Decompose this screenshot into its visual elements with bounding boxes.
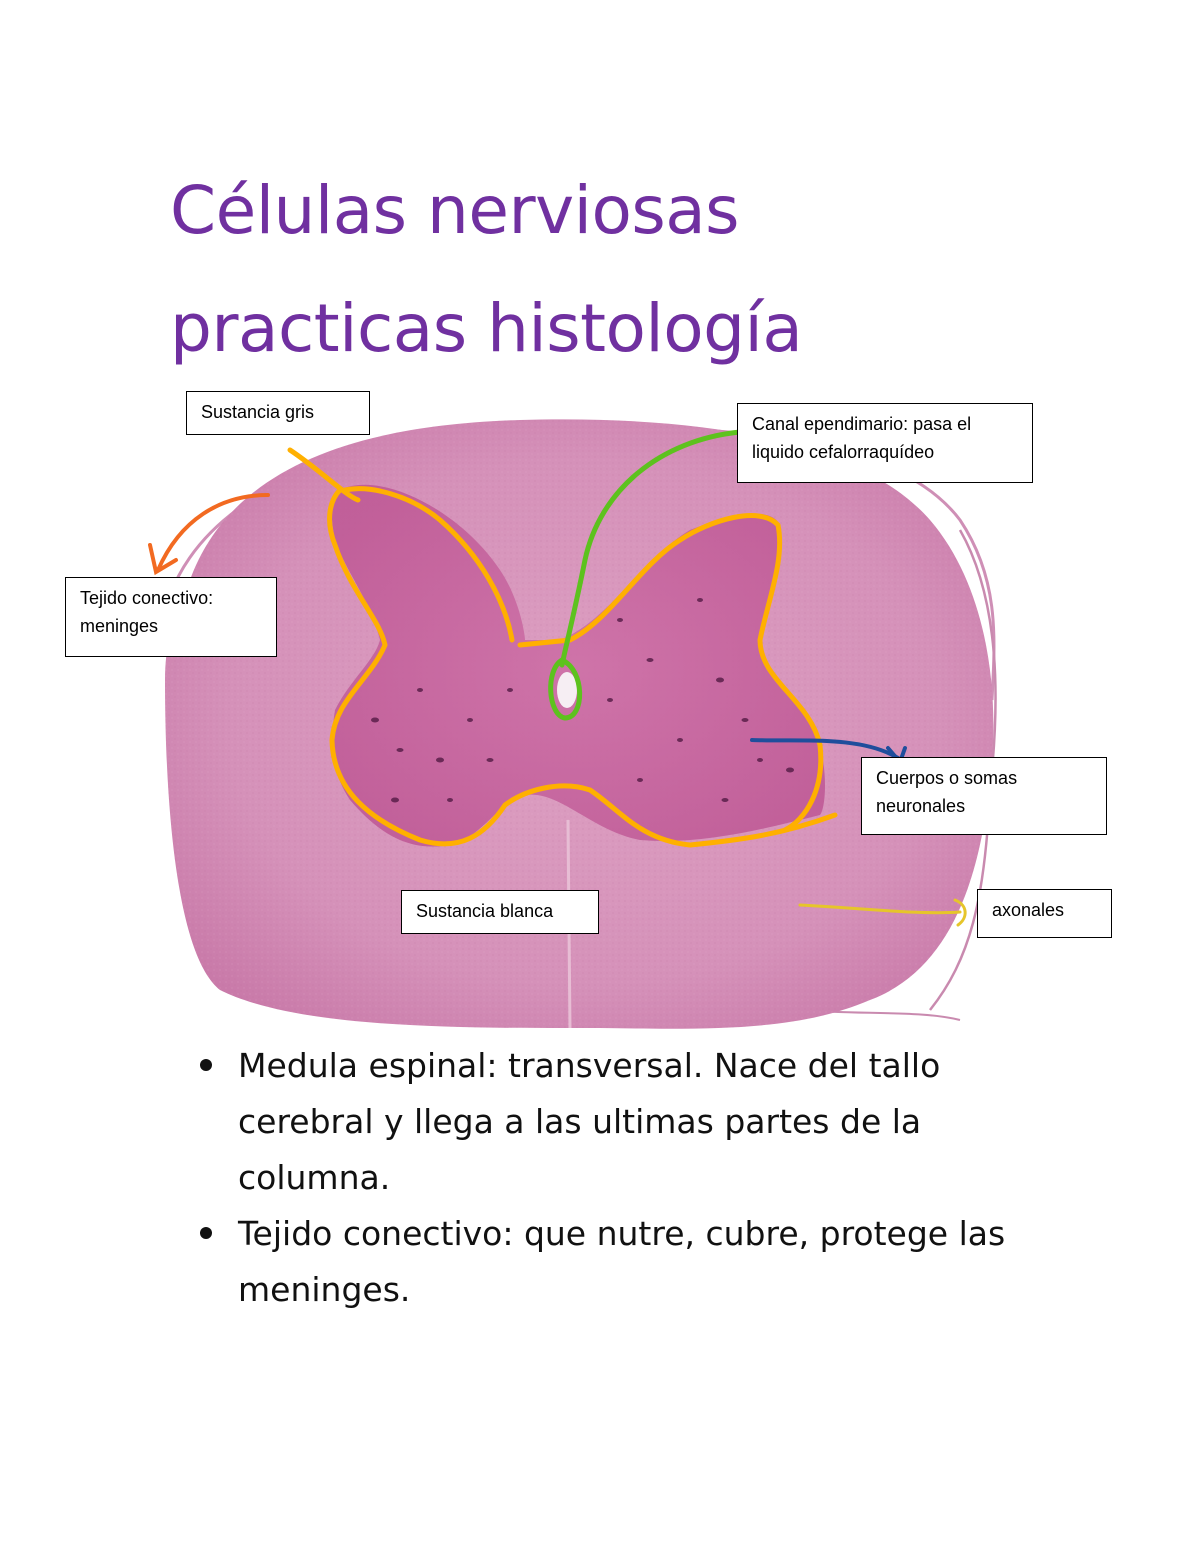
bullet-icon	[200, 1227, 212, 1239]
label-sustancia-gris-text: Sustancia gris	[201, 402, 315, 422]
list-item: Tejido conectivo: que nutre, cubre, prot…	[200, 1206, 1080, 1318]
grey-matter	[331, 484, 825, 847]
label-sustancia-gris: Sustancia gris	[186, 391, 370, 435]
label-sustancia-blanca-text: Sustancia blanca	[416, 901, 554, 921]
label-canal-ependimario: Canal ependimario: pasa el liquido cefal…	[737, 403, 1033, 483]
title-line-1: Células nerviosas	[170, 172, 740, 249]
neuron-somas	[371, 598, 794, 803]
label-axonales: axonales	[977, 889, 1112, 938]
label-axonales-text: axonales	[992, 900, 1065, 920]
axonales-arrow-icon	[798, 898, 967, 927]
meninges-arrow-icon	[148, 493, 270, 576]
label-cuerpos-somas: Cuerpos o somas neuronales	[861, 757, 1107, 835]
bullet-text: Tejido conectivo: que nutre, cubre, prot…	[238, 1214, 1006, 1309]
label-cuerpos-somas-text: Cuerpos o somas neuronales	[876, 768, 1018, 816]
label-tejido-conectivo: Tejido conectivo: meninges	[65, 577, 277, 657]
label-sustancia-blanca: Sustancia blanca	[401, 890, 599, 934]
notes-list: Medula espinal: transversal. Nace del ta…	[200, 1038, 1080, 1318]
central-canal	[557, 672, 577, 708]
canal-ependimario-arrow-icon	[548, 429, 743, 721]
grey-matter-outline	[287, 447, 838, 848]
bullet-text: Medula espinal: transversal. Nace del ta…	[238, 1046, 941, 1197]
title-line-2: practicas histología	[170, 290, 803, 367]
list-item: Medula espinal: transversal. Nace del ta…	[200, 1038, 1080, 1206]
label-tejido-conectivo-text: Tejido conectivo: meninges	[80, 588, 214, 636]
label-canal-ependimario-text: Canal ependimario: pasa el liquido cefal…	[752, 414, 972, 462]
page-title: Células nerviosas practicas histología	[170, 152, 1070, 388]
bullet-icon	[200, 1059, 212, 1071]
